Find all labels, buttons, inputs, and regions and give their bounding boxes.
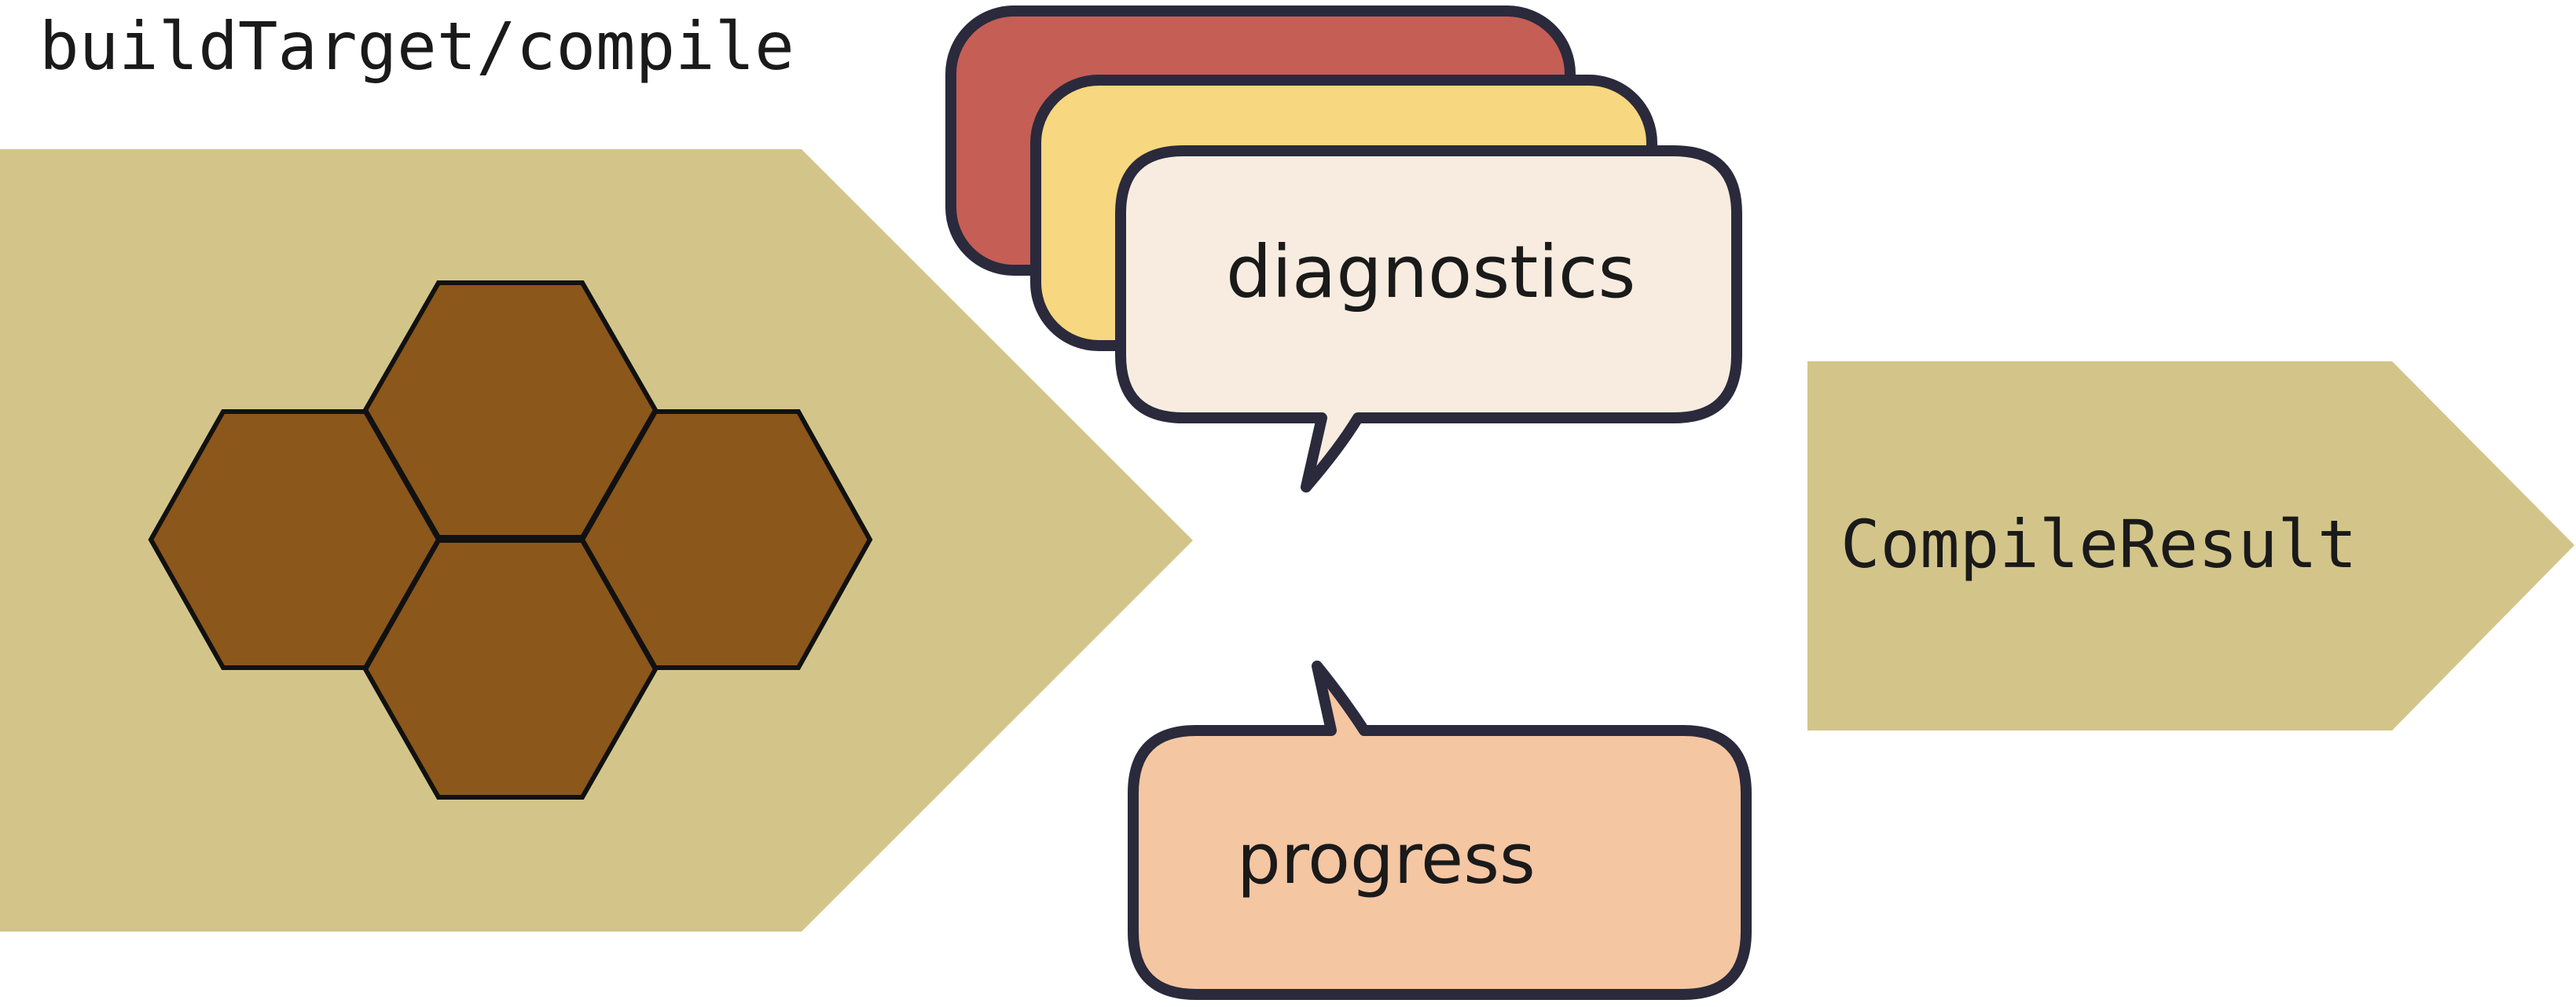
progress-bubble: progress: [1128, 661, 1752, 1000]
result-arrow-shape: [1807, 361, 2574, 731]
hexagon-cluster: [148, 280, 873, 800]
progress-bubble-shape: [1128, 661, 1752, 1000]
diagnostics-bubble-stack: diagnostics: [945, 5, 1742, 493]
diagram-title: buildTarget/compile: [39, 8, 794, 85]
result-label: CompileResult: [1840, 506, 2357, 583]
hexagon-bottom: [362, 538, 659, 800]
diagnostics-label: diagnostics: [1226, 230, 1635, 314]
progress-label: progress: [1237, 818, 1536, 899]
diagnostics-bubble-front: [1115, 145, 1742, 493]
